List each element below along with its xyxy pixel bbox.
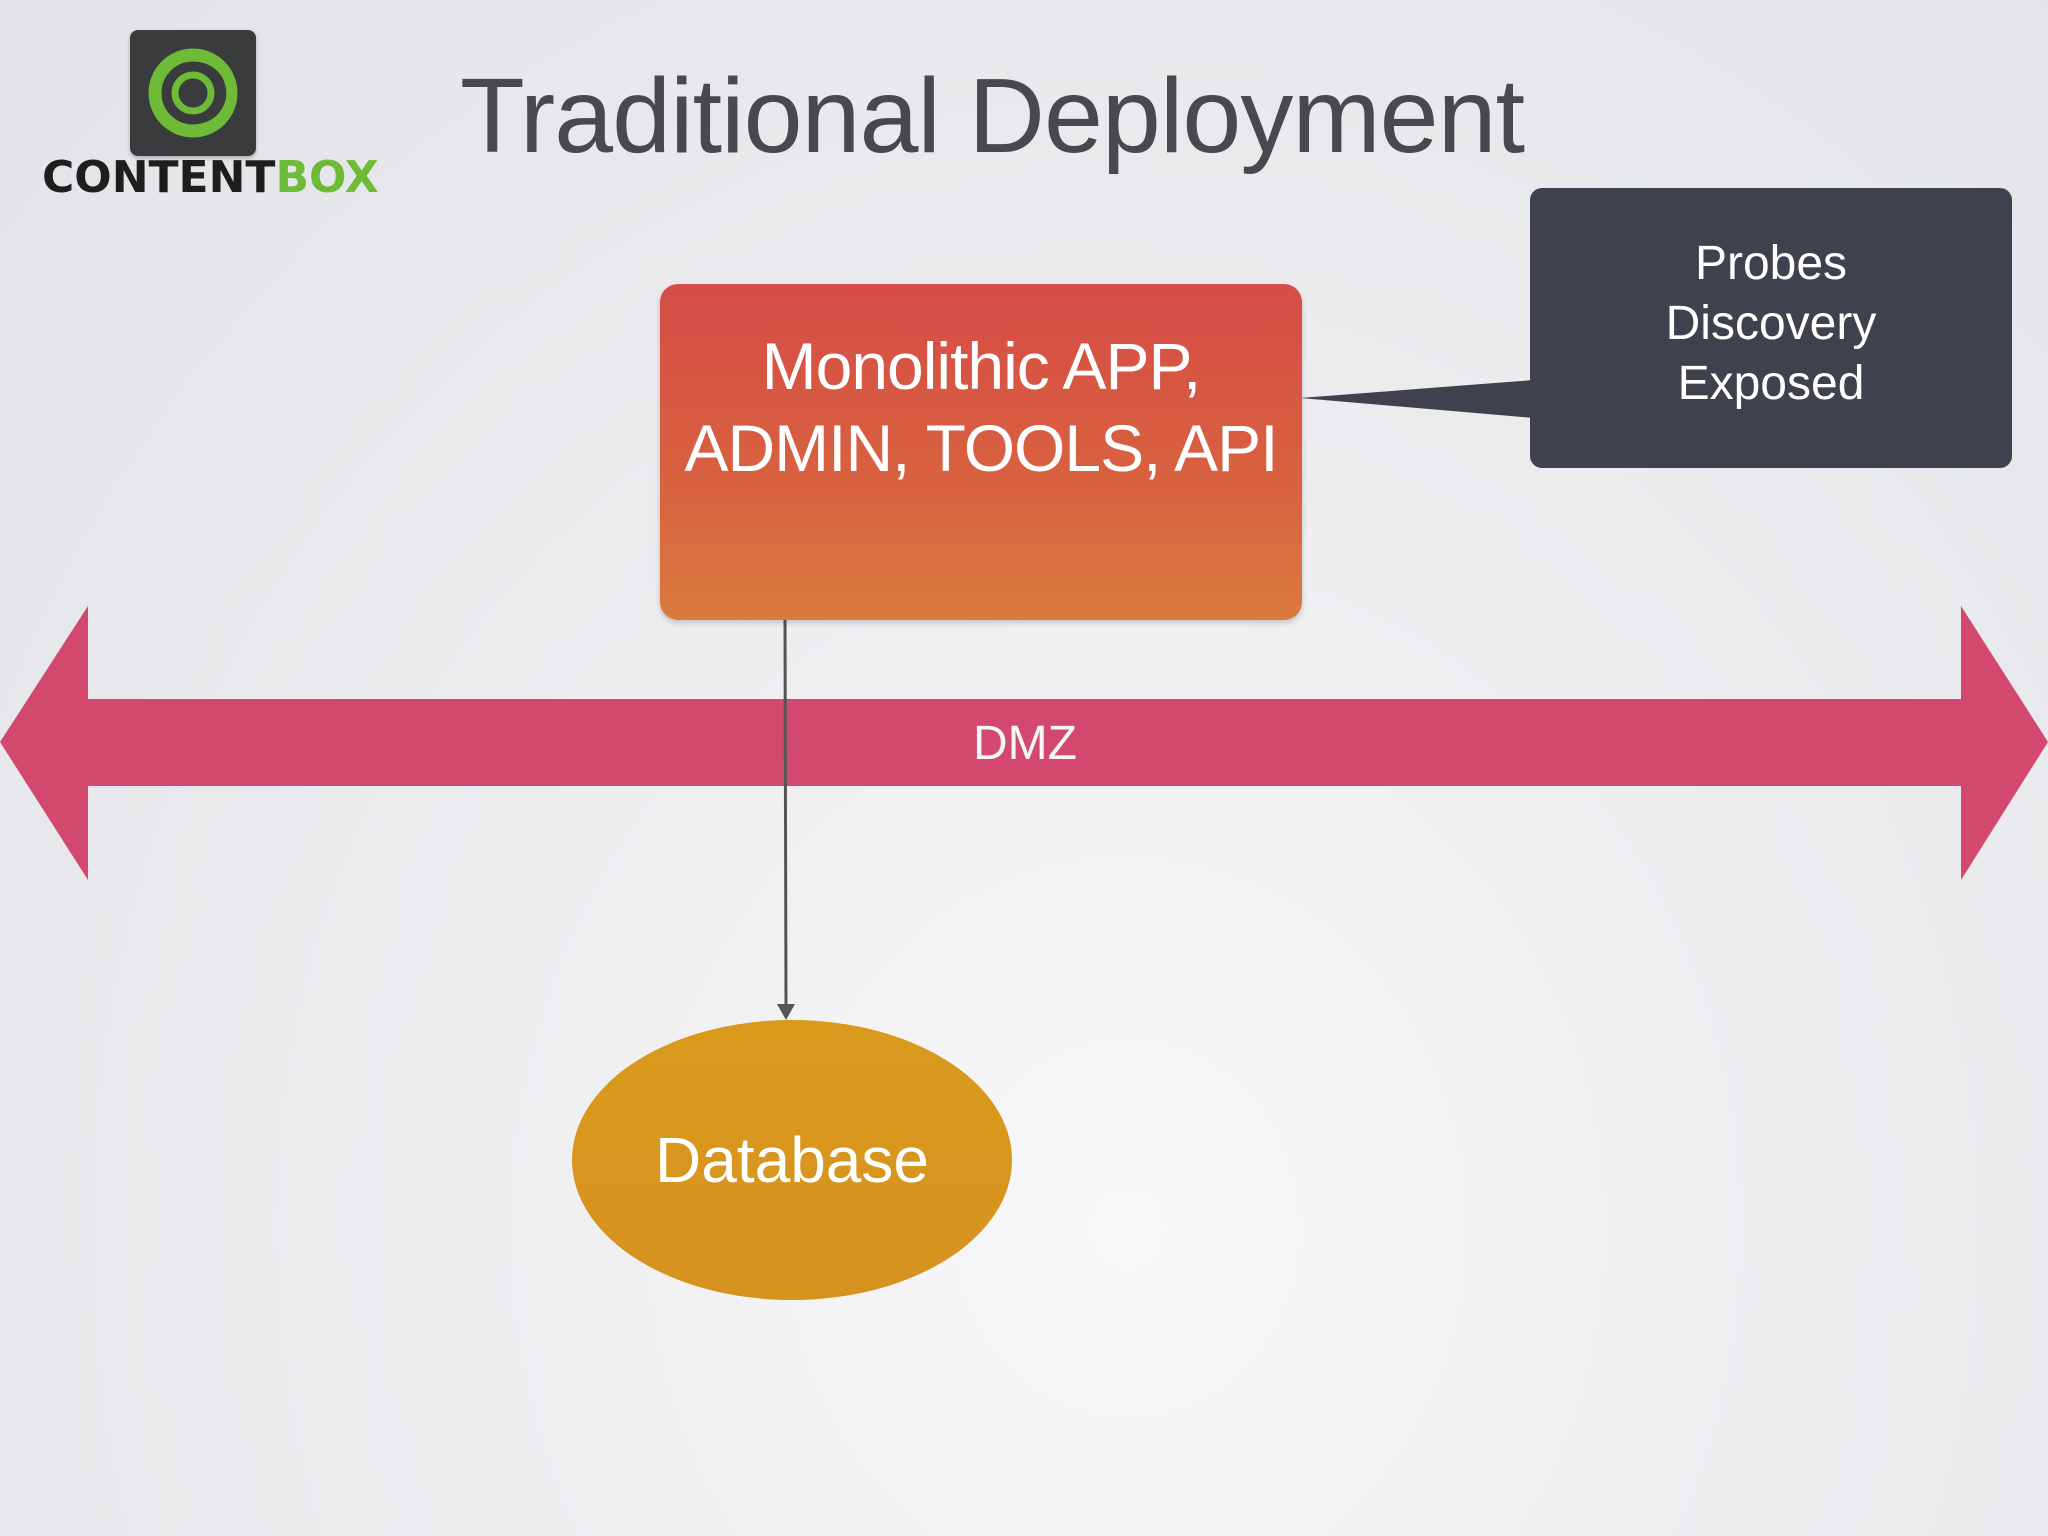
callout-pointer bbox=[1300, 380, 1534, 418]
contentbox-swirl-icon bbox=[148, 48, 238, 138]
logo-word-content: CONTENT bbox=[42, 152, 276, 203]
callout-box bbox=[1530, 188, 2012, 468]
dmz-arrow bbox=[0, 606, 2048, 880]
logo-word-box: BOX bbox=[275, 152, 379, 203]
dmz-label: DMZ bbox=[973, 717, 1077, 770]
callout-label: Probes Discovery Exposed bbox=[1665, 237, 1877, 410]
contentbox-logo: CONTENTBOX bbox=[40, 28, 379, 208]
database-node bbox=[572, 1020, 1012, 1300]
logo-wordmark: CONTENTBOX bbox=[42, 156, 379, 200]
slide-title: Traditional Deployment bbox=[460, 57, 1525, 175]
database-label: Database bbox=[655, 1124, 929, 1196]
monolithic-app-label: Monolithic APP, ADMIN, TOOLS, API bbox=[684, 329, 1278, 485]
connector-arrowhead bbox=[777, 1004, 795, 1020]
app-to-database-connector bbox=[783, 619, 788, 1011]
logo-tile bbox=[130, 30, 256, 156]
monolithic-app-box bbox=[660, 284, 1302, 620]
